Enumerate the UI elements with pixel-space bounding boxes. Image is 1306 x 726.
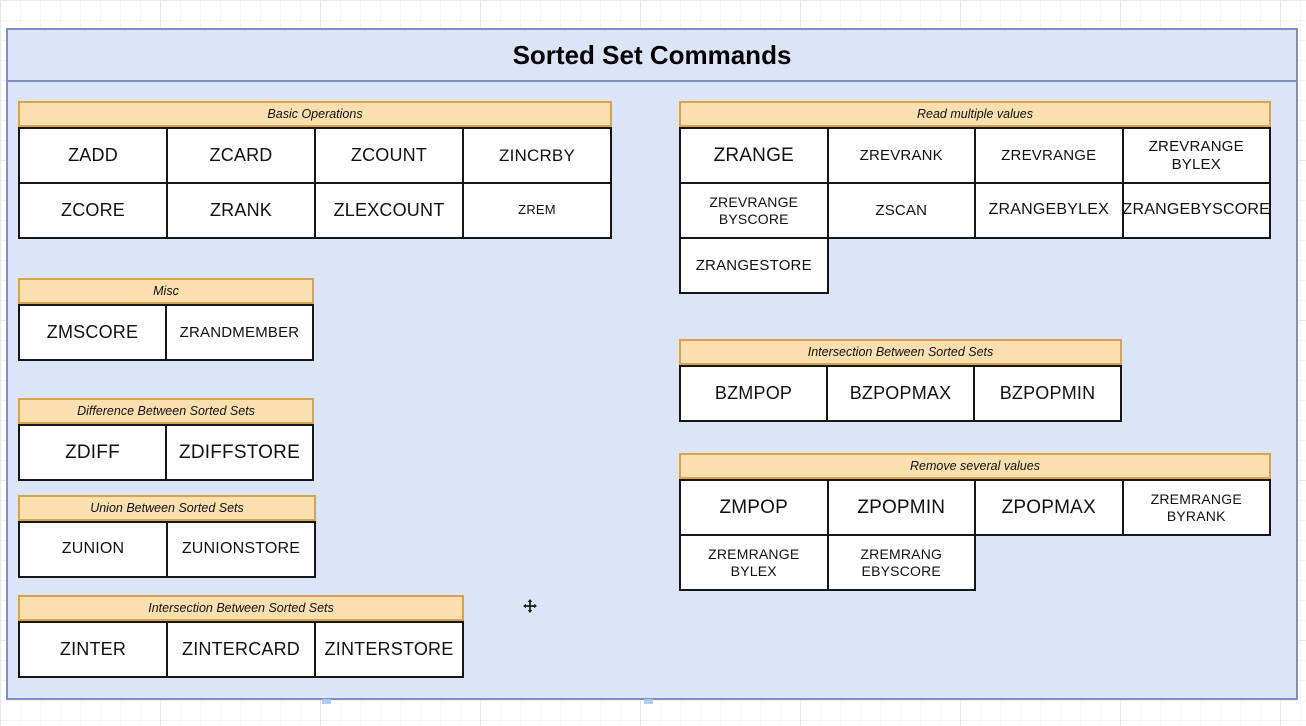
command-cell-zremrange-byrank[interactable]: ZREMRANGE BYRANK bbox=[1121, 479, 1271, 536]
group-header[interactable]: Union Between Sorted Sets bbox=[18, 495, 316, 521]
group-header[interactable]: Read multiple values bbox=[679, 101, 1271, 127]
command-cell-zremrang-ebyscore[interactable]: ZREMRANG EBYSCORE bbox=[826, 534, 976, 591]
command-cell-bzpopmax[interactable]: BZPOPMAX bbox=[826, 365, 975, 422]
command-cell-zinter[interactable]: ZINTER bbox=[18, 621, 168, 678]
group-header[interactable]: Difference Between Sorted Sets bbox=[18, 398, 314, 424]
command-cell-zpopmin[interactable]: ZPOPMIN bbox=[826, 479, 976, 536]
command-cell-zpopmax[interactable]: ZPOPMAX bbox=[974, 479, 1124, 536]
command-cell-zmscore[interactable]: ZMSCORE bbox=[18, 304, 167, 361]
group-header[interactable]: Misc bbox=[18, 278, 314, 304]
command-cell-zadd[interactable]: ZADD bbox=[18, 127, 168, 184]
command-cell-bzpopmin[interactable]: BZPOPMIN bbox=[973, 365, 1122, 422]
group-header[interactable]: Intersection Between Sorted Sets bbox=[679, 339, 1122, 365]
command-cell-zrevrank[interactable]: ZREVRANK bbox=[826, 127, 976, 184]
command-cell-zintercard[interactable]: ZINTERCARD bbox=[166, 621, 316, 678]
connection-marker bbox=[322, 699, 331, 704]
command-cell-zunionstore[interactable]: ZUNIONSTORE bbox=[166, 521, 316, 578]
command-cell-zrange[interactable]: ZRANGE bbox=[679, 127, 829, 184]
group-header[interactable]: Intersection Between Sorted Sets bbox=[18, 595, 464, 621]
command-cell-zrevrange-bylex[interactable]: ZREVRANGE BYLEX bbox=[1121, 127, 1271, 184]
command-cell-zscan[interactable]: ZSCAN bbox=[826, 182, 976, 239]
connection-marker bbox=[644, 699, 653, 704]
command-cell-zmpop[interactable]: ZMPOP bbox=[679, 479, 829, 536]
command-cell-zlexcount[interactable]: ZLEXCOUNT bbox=[314, 182, 464, 239]
command-cell-zrangebylex[interactable]: ZRANGEBYLEX bbox=[974, 182, 1124, 239]
command-cell-zrandmember[interactable]: ZRANDMEMBER bbox=[165, 304, 314, 361]
command-cell-zrank[interactable]: ZRANK bbox=[166, 182, 316, 239]
group-header[interactable]: Remove several values bbox=[679, 453, 1271, 479]
command-cell-zrem[interactable]: ZREM bbox=[462, 182, 612, 239]
command-cell-zcount[interactable]: ZCOUNT bbox=[314, 127, 464, 184]
move-cursor-icon bbox=[523, 599, 537, 613]
command-cell-zrangestore[interactable]: ZRANGESTORE bbox=[679, 237, 829, 294]
command-cell-zcard[interactable]: ZCARD bbox=[166, 127, 316, 184]
command-cell-zrevrange-byscore[interactable]: ZREVRANGE BYSCORE bbox=[679, 182, 829, 239]
command-cell-zinterstore[interactable]: ZINTERSTORE bbox=[314, 621, 464, 678]
command-cell-zunion[interactable]: ZUNION bbox=[18, 521, 168, 578]
command-cell-zdiff[interactable]: ZDIFF bbox=[18, 424, 167, 481]
command-cell-zcore[interactable]: ZCORE bbox=[18, 182, 168, 239]
command-cell-zdiffstore[interactable]: ZDIFFSTORE bbox=[165, 424, 314, 481]
command-cell-zrangebyscore[interactable]: ZRANGEBYSCORE bbox=[1121, 182, 1271, 239]
command-cell-zremrange-bylex[interactable]: ZREMRANGE BYLEX bbox=[679, 534, 829, 591]
command-cell-zincrby[interactable]: ZINCRBY bbox=[462, 127, 612, 184]
command-cell-zrevrange[interactable]: ZREVRANGE bbox=[974, 127, 1124, 184]
command-cell-bzmpop[interactable]: BZMPOP bbox=[679, 365, 828, 422]
page-title: Sorted Set Commands bbox=[8, 30, 1296, 82]
group-header[interactable]: Basic Operations bbox=[18, 101, 612, 127]
